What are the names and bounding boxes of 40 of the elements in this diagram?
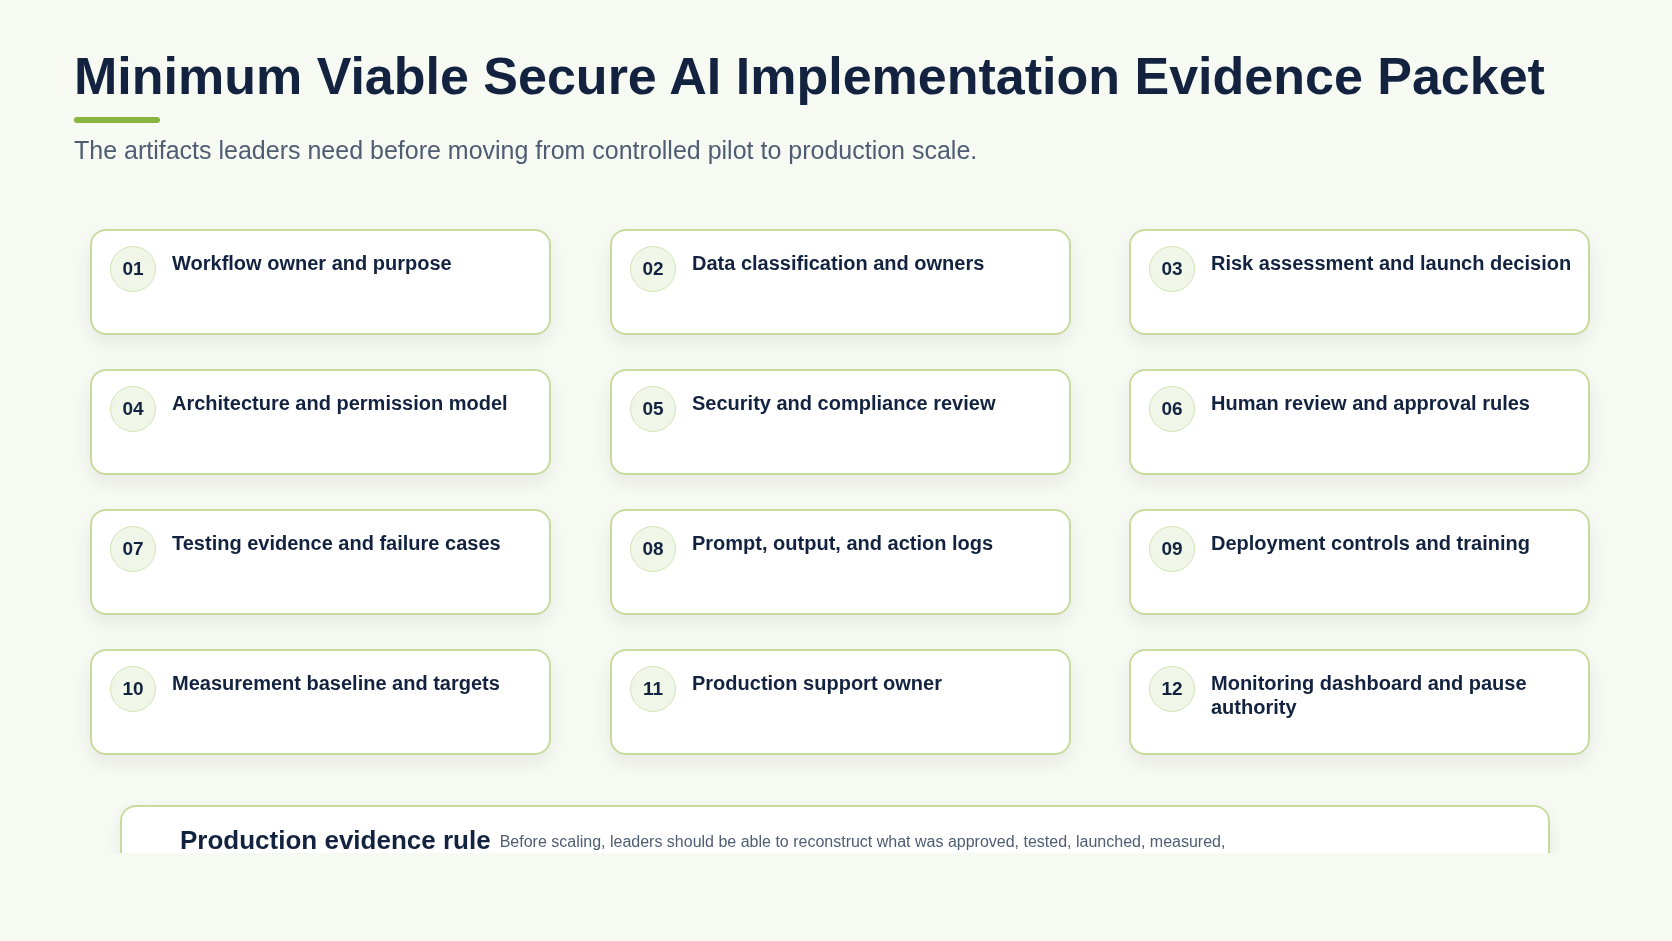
number-badge: 10 (110, 666, 156, 712)
artifact-title: Testing evidence and failure cases (172, 531, 502, 555)
number-badge: 05 (630, 386, 676, 432)
artifact-title: Deployment controls and training (1211, 531, 1531, 555)
artifact-title: Risk assessment and launch decision (1211, 251, 1573, 275)
artifact-card (610, 229, 1071, 335)
number-badge: 07 (110, 526, 156, 572)
subtitle: The artifacts leaders need before moving from controlled pilot to production scale. (74, 136, 978, 165)
artifact-card (90, 509, 551, 615)
number-badge: 08 (630, 526, 676, 572)
artifact-title: Production support owner (692, 671, 943, 695)
artifact-title: Data classification and owners (692, 251, 986, 275)
number-badge: 06 (1149, 386, 1195, 432)
number-badge: 11 (630, 666, 676, 712)
panel-heading: Production evidence rule (180, 825, 491, 853)
number-badge: 01 (110, 246, 156, 292)
artifact-card (90, 229, 551, 335)
artifact-title: Workflow owner and purpose (172, 251, 453, 275)
artifact-title: Security and compliance review (692, 391, 997, 415)
artifact-card (90, 649, 551, 755)
artifact-title: Architecture and permission model (172, 391, 509, 415)
artifact-card (610, 509, 1071, 615)
page-title: Minimum Viable Secure AI Implementation Evidence Packet (74, 46, 1545, 106)
number-badge: 03 (1149, 246, 1195, 292)
artifact-card (1129, 369, 1590, 475)
artifact-title: Monitoring dashboard and pause authority (1211, 671, 1528, 719)
artifact-card (1129, 649, 1590, 755)
number-badge: 09 (1149, 526, 1195, 572)
artifact-card (610, 649, 1071, 755)
artifact-title: Human review and approval rules (1211, 391, 1531, 415)
number-badge: 04 (110, 386, 156, 432)
rule-text: Before scaling, leaders should be able to reconstruct what was approved, tested, launched, measured, (499, 833, 1226, 851)
artifact-card (1129, 229, 1590, 335)
artifact-card (610, 369, 1071, 475)
artifact-card (90, 369, 551, 475)
artifact-card (1129, 509, 1590, 615)
number-badge: 02 (630, 246, 676, 292)
number-badge: 12 (1149, 666, 1195, 712)
artifact-title: Measurement baseline and targets (172, 671, 501, 695)
artifact-title: Prompt, output, and action logs (692, 531, 995, 555)
